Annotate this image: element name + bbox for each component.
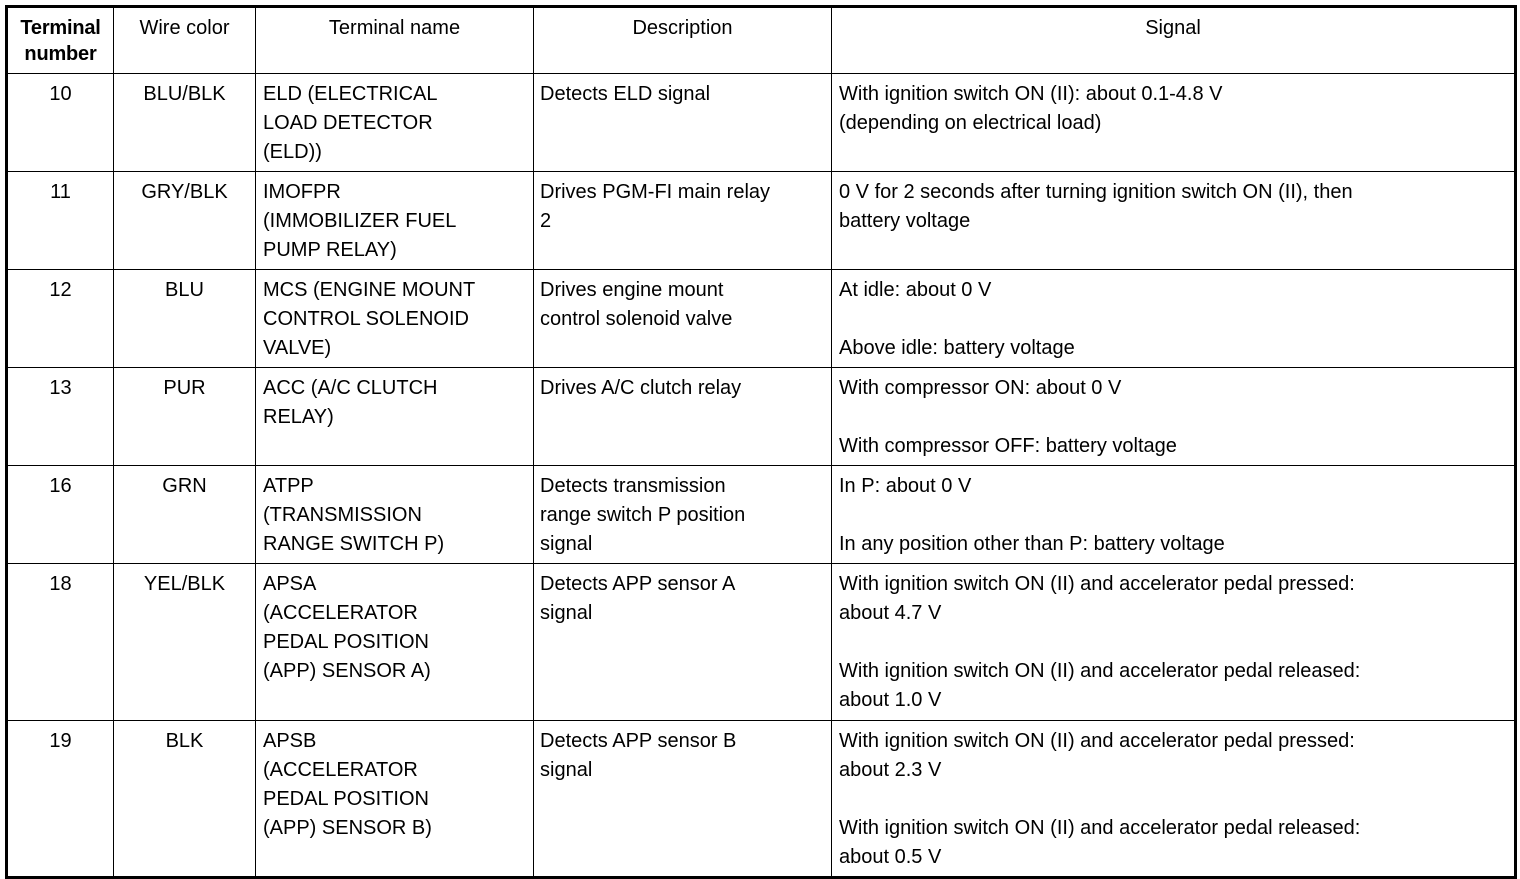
cell-terminal-number: 16 [6, 465, 114, 564]
cell-signal: In P: about 0 V In any position other th… [831, 465, 1516, 564]
cell-terminal-number: 12 [6, 269, 114, 368]
column-header-terminal-name: Terminal name [255, 6, 534, 74]
description-value: Drives engine mount control solenoid val… [540, 279, 733, 330]
column-header-description-label: Description [632, 17, 733, 39]
signal-value: At idle: about 0 V Above idle: battery v… [839, 279, 1075, 359]
column-header-wire-color-label: Wire color [139, 17, 230, 39]
cell-terminal-number: 11 [6, 171, 114, 270]
terminal-number-value: 11 [50, 181, 71, 203]
cell-signal: With ignition switch ON (II) and acceler… [831, 563, 1516, 721]
cell-terminal-number: 19 [6, 720, 114, 878]
column-header-wire-color: Wire color [113, 6, 256, 74]
wire-color-value: PUR [163, 377, 206, 399]
terminal-name-value: ACC (A/C CLUTCH RELAY) [263, 377, 438, 428]
cell-wire-color: BLK [113, 720, 256, 878]
cell-description: Detects ELD signal [533, 73, 832, 172]
signal-value: With ignition switch ON (II) and acceler… [839, 730, 1361, 868]
terminal-number-value: 12 [49, 279, 72, 301]
table-row: 13 PUR ACC (A/C CLUTCH RELAY) Drives A/C… [6, 367, 1516, 466]
cell-terminal-name: APSB (ACCELERATOR PEDAL POSITION (APP) S… [255, 720, 534, 878]
description-value: Detects APP sensor A signal [540, 573, 736, 624]
terminal-name-value: ELD (ELECTRICAL LOAD DETECTOR (ELD)) [263, 83, 438, 163]
wire-color-value: BLK [165, 730, 204, 752]
cell-signal: With ignition switch ON (II): about 0.1-… [831, 73, 1516, 172]
description-value: Drives PGM-FI main relay 2 [540, 181, 771, 232]
table-row: 11 GRY/BLK IMOFPR (IMMOBILIZER FUEL PUMP… [6, 171, 1516, 270]
terminal-name-value: IMOFPR (IMMOBILIZER FUEL PUMP RELAY) [263, 181, 457, 261]
description-value: Drives A/C clutch relay [540, 377, 742, 399]
terminal-number-value: 10 [49, 83, 72, 105]
table-body: 10 BLU/BLK ELD (ELECTRICAL LOAD DETECTOR… [6, 73, 1516, 878]
cell-terminal-name: MCS (ENGINE MOUNT CONTROL SOLENOID VALVE… [255, 269, 534, 368]
terminal-name-value: APSB (ACCELERATOR PEDAL POSITION (APP) S… [263, 730, 432, 839]
cell-wire-color: GRN [113, 465, 256, 564]
signal-value: 0 V for 2 seconds after turning ignition… [839, 181, 1353, 232]
column-header-terminal-name-label: Terminal name [328, 17, 461, 39]
ecm-terminal-table: Terminal number Wire color Terminal name… [5, 5, 1517, 879]
cell-terminal-name: ACC (A/C CLUTCH RELAY) [255, 367, 534, 466]
terminal-number-value: 13 [49, 377, 72, 399]
wire-color-value: YEL/BLK [143, 573, 226, 595]
cell-description: Detects APP sensor B signal [533, 720, 832, 878]
table-row: 18 YEL/BLK APSA (ACCELERATOR PEDAL POSIT… [6, 563, 1516, 721]
wire-color-value: BLU [165, 279, 204, 301]
terminal-number-value: 16 [49, 475, 72, 497]
column-header-signal: Signal [831, 6, 1516, 74]
cell-signal: With ignition switch ON (II) and acceler… [831, 720, 1516, 878]
cell-terminal-name: ATPP (TRANSMISSION RANGE SWITCH P) [255, 465, 534, 564]
wire-color-value: BLU/BLK [143, 83, 226, 105]
cell-wire-color: PUR [113, 367, 256, 466]
column-header-terminal-number: Terminal number [6, 6, 114, 74]
cell-wire-color: GRY/BLK [113, 171, 256, 270]
description-value: Detects APP sensor B signal [540, 730, 737, 781]
cell-description: Detects transmission range switch P posi… [533, 465, 832, 564]
signal-value: With compressor ON: about 0 V With compr… [839, 377, 1177, 457]
cell-wire-color: BLU [113, 269, 256, 368]
signal-value: With ignition switch ON (II): about 0.1-… [839, 83, 1223, 134]
column-header-terminal-number-label: Terminal number [20, 17, 101, 65]
cell-signal: 0 V for 2 seconds after turning ignition… [831, 171, 1516, 270]
table-row: 12 BLU MCS (ENGINE MOUNT CONTROL SOLENOI… [6, 269, 1516, 368]
cell-terminal-name: IMOFPR (IMMOBILIZER FUEL PUMP RELAY) [255, 171, 534, 270]
header-row: Terminal number Wire color Terminal name… [6, 6, 1516, 74]
table-row: 16 GRN ATPP (TRANSMISSION RANGE SWITCH P… [6, 465, 1516, 564]
signal-value: With ignition switch ON (II) and acceler… [839, 573, 1361, 711]
cell-terminal-name: APSA (ACCELERATOR PEDAL POSITION (APP) S… [255, 563, 534, 721]
column-header-signal-label: Signal [1145, 17, 1201, 39]
description-value: Detects transmission range switch P posi… [540, 475, 746, 555]
wire-color-value: GRY/BLK [141, 181, 228, 203]
cell-description: Drives engine mount control solenoid val… [533, 269, 832, 368]
cell-wire-color: BLU/BLK [113, 73, 256, 172]
description-value: Detects ELD signal [540, 83, 711, 105]
wire-color-value: GRN [162, 475, 207, 497]
cell-terminal-number: 10 [6, 73, 114, 172]
terminal-name-value: APSA (ACCELERATOR PEDAL POSITION (APP) S… [263, 573, 431, 682]
column-header-description: Description [533, 6, 832, 74]
cell-terminal-name: ELD (ELECTRICAL LOAD DETECTOR (ELD)) [255, 73, 534, 172]
cell-signal: With compressor ON: about 0 V With compr… [831, 367, 1516, 466]
terminal-name-value: MCS (ENGINE MOUNT CONTROL SOLENOID VALVE… [263, 279, 476, 359]
cell-wire-color: YEL/BLK [113, 563, 256, 721]
terminal-name-value: ATPP (TRANSMISSION RANGE SWITCH P) [263, 475, 445, 555]
table-row: 19 BLK APSB (ACCELERATOR PEDAL POSITION … [6, 720, 1516, 878]
terminal-number-value: 19 [49, 730, 72, 752]
cell-terminal-number: 18 [6, 563, 114, 721]
terminal-number-value: 18 [49, 573, 72, 595]
signal-value: In P: about 0 V In any position other th… [839, 475, 1225, 555]
table-header: Terminal number Wire color Terminal name… [6, 6, 1516, 74]
cell-terminal-number: 13 [6, 367, 114, 466]
table-row: 10 BLU/BLK ELD (ELECTRICAL LOAD DETECTOR… [6, 73, 1516, 172]
cell-signal: At idle: about 0 V Above idle: battery v… [831, 269, 1516, 368]
cell-description: Drives PGM-FI main relay 2 [533, 171, 832, 270]
cell-description: Drives A/C clutch relay [533, 367, 832, 466]
cell-description: Detects APP sensor A signal [533, 563, 832, 721]
